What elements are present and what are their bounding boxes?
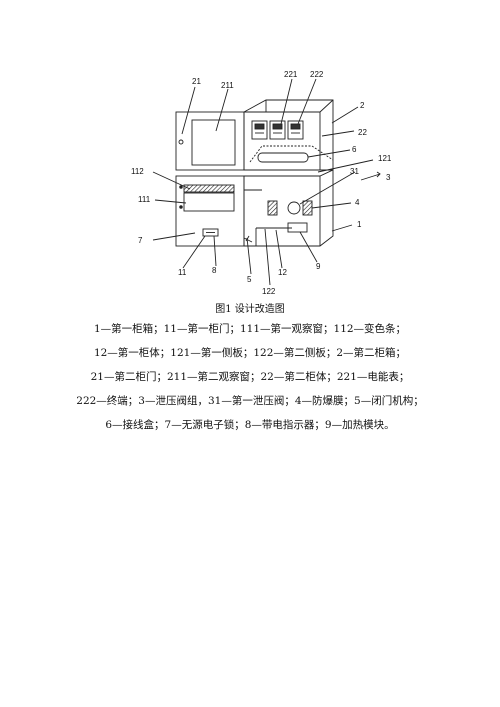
color-change-strip [183,184,235,193]
legend-line-4: 222—终端；3—泄压阀组，31—第一泄压阀；4—防爆膜；5—闭门机构； [76,395,424,407]
terminal-unit [287,120,304,140]
legend-line-3: 21—第二柜门；211—第二观察窗；22—第二柜体；221—电能表； [90,371,410,383]
label-221: 221 [284,70,298,79]
live-indicator [202,228,219,237]
legend-line-1: 1—第一柜箱；11—第一柜门；111—第一观察窗；112—变色条； [93,323,407,335]
label-21: 21 [192,77,201,86]
heating-module [287,222,308,233]
label-11: 11 [178,268,187,277]
explosion-proof-membrane-right [302,200,313,216]
label-111: 111 [138,195,151,204]
label-211: 211 [221,81,234,90]
label-3: 3 [386,173,391,182]
label-1: 1 [357,220,362,229]
label-22: 22 [358,128,367,137]
label-2: 2 [360,101,365,110]
energy-meter-1 [251,120,268,140]
legend-line-2: 12—第一柜体；121—第一侧板；122—第二侧板；2—第二柜箱； [93,347,407,359]
figure-caption: 图1 设计改造图 [215,304,285,315]
pressure-relief-valve [287,201,301,215]
label-8: 8 [212,266,217,275]
label-121: 121 [378,154,392,163]
label-112: 112 [131,167,144,176]
first-observation-window [183,192,235,212]
legend-line-5: 6—接线盒；7—无源电子锁；8—带电指示器；9—加热模块。 [105,419,395,431]
second-observation-window [191,119,236,166]
label-7: 7 [138,236,143,245]
label-5: 5 [247,275,252,284]
label-122: 122 [262,287,276,296]
explosion-proof-membrane-left [267,200,278,216]
door-handle-icon [178,139,184,145]
label-222: 222 [310,70,324,79]
second-cabinet-door [175,111,245,171]
label-6: 6 [352,145,357,154]
label-31: 31 [350,167,359,176]
junction-box [257,152,309,163]
energy-meter-2 [269,120,286,140]
second-cabinet-body [243,99,334,171]
label-12: 12 [278,268,287,277]
design-drawing: 21 211 221 222 2 22 6 121 112 31 3 111 4… [131,70,392,296]
label-4: 4 [355,198,360,207]
label-9: 9 [316,262,321,271]
